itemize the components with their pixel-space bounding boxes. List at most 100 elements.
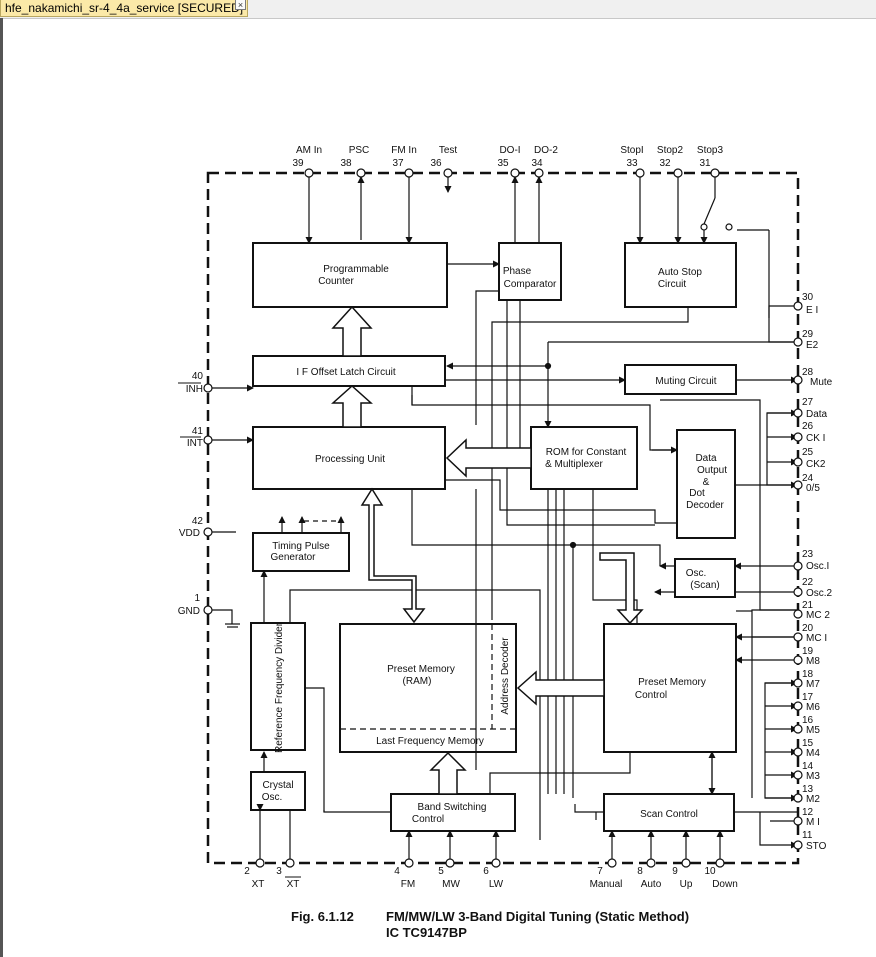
left-edge xyxy=(0,18,3,957)
pin8-label: Auto xyxy=(641,879,662,890)
pin30-label: E I xyxy=(806,305,818,316)
pin41-num: 41 xyxy=(192,426,204,437)
pin11-label: STO xyxy=(806,841,827,852)
pin20-num: 20 xyxy=(802,623,814,634)
timing-pulse-label-2: Generator xyxy=(270,552,316,563)
pin13-label: M2 xyxy=(806,794,820,805)
auto-stop-label: Auto Stop xyxy=(658,267,702,278)
pin20-label: MC I xyxy=(806,633,827,644)
pin7-label: Manual xyxy=(590,879,623,890)
pin34-num: 34 xyxy=(531,158,543,169)
pin27-label: Data xyxy=(806,409,828,420)
pin26-label: CK I xyxy=(806,433,825,444)
pin10-label: Down xyxy=(712,879,738,890)
scan-control-label: Scan Control xyxy=(640,809,698,820)
pin17-num: 17 xyxy=(802,692,814,703)
document-tab[interactable]: hfe_nakamichi_sr-4_4a_service [SECURED] … xyxy=(0,0,248,17)
if-offset-label: I F Offset Latch Circuit xyxy=(296,367,396,378)
pin39-num: 39 xyxy=(292,158,304,169)
pin14-num: 14 xyxy=(802,761,814,772)
pin24-label: 0/5 xyxy=(806,483,820,494)
osc-scan-box xyxy=(674,558,736,598)
pin9-num: 9 xyxy=(672,866,678,877)
pin21-num: 21 xyxy=(802,600,814,611)
programmable-counter-label: Programmable xyxy=(323,264,389,275)
close-icon[interactable]: × xyxy=(235,0,246,10)
last-freq-label: Last Frequency Memory xyxy=(376,736,484,747)
pin31-label: Stop3 xyxy=(697,145,724,156)
pin29-num: 29 xyxy=(802,329,814,340)
pin17-label: M6 xyxy=(806,702,820,713)
rom-label-2: & Multiplexer xyxy=(545,459,603,470)
data-output-box xyxy=(676,429,736,539)
pin22-label: Osc.2 xyxy=(806,588,833,599)
data-output-label-4: Dot xyxy=(689,488,705,499)
tab-bar: hfe_nakamichi_sr-4_4a_service [SECURED] … xyxy=(0,0,876,19)
pin1-label: GND xyxy=(178,606,200,617)
preset-memory-label: Preset Memory xyxy=(387,664,455,675)
programmable-counter-box xyxy=(252,242,448,308)
pin23-label: Osc.I xyxy=(806,561,829,572)
pin18-num: 18 xyxy=(802,669,814,680)
pin16-label: M5 xyxy=(806,725,820,736)
crystal-box xyxy=(250,771,306,811)
pin24-num: 24 xyxy=(802,473,814,484)
pin22-num: 22 xyxy=(802,577,814,588)
pin14-label: M3 xyxy=(806,771,820,782)
pin25-label: CK2 xyxy=(806,459,826,470)
pin37-num: 37 xyxy=(392,158,404,169)
pin3-label: XT xyxy=(287,879,300,890)
pin19-label: M8 xyxy=(806,656,820,667)
pin10-num: 10 xyxy=(704,866,716,877)
pin38-label: PSC xyxy=(349,145,370,156)
timing-pulse-box xyxy=(252,532,350,572)
ref-divider-box xyxy=(250,622,306,751)
document-tab-title: hfe_nakamichi_sr-4_4a_service [SECURED] xyxy=(5,1,244,15)
figure-number: Fig. 6.1.12 xyxy=(291,909,354,924)
figure-title: FM/MW/LW 3-Band Digital Tuning (Static M… xyxy=(386,909,689,924)
pin35-label: DO-I xyxy=(499,145,520,156)
pin38-num: 38 xyxy=(340,158,352,169)
pin19-num: 19 xyxy=(802,646,814,657)
pin15-num: 15 xyxy=(802,738,814,749)
rom-label: ROM for Constant xyxy=(546,447,627,458)
ref-divider-label: Reference Frequency Divider xyxy=(274,622,285,753)
pin23-num: 23 xyxy=(802,549,814,560)
crystal-label-2: Osc. xyxy=(262,792,283,803)
pin6-num: 6 xyxy=(483,866,489,877)
band-switching-label: Band Switching xyxy=(418,802,487,813)
pin8-num: 8 xyxy=(637,866,643,877)
phase-comparator-label: Phase xyxy=(503,266,532,277)
pin15-label: M4 xyxy=(806,748,820,759)
pin42-num: 42 xyxy=(192,516,204,527)
band-switching-label-2: Control xyxy=(412,814,444,825)
pin42-label: VDD xyxy=(179,528,200,539)
data-output-label-3: & xyxy=(703,477,710,488)
preset-memory-label-2: (RAM) xyxy=(403,676,432,687)
pin12-num: 12 xyxy=(802,807,814,818)
crystal-label: Crystal xyxy=(262,780,293,791)
programmable-counter-label-2: Counter xyxy=(318,276,354,287)
pin33-label: StopI xyxy=(620,145,643,156)
preset-control-label: Preset Memory xyxy=(638,677,706,688)
preset-memory-box xyxy=(339,623,517,753)
processing-unit-label: Processing Unit xyxy=(315,454,385,465)
muting-label: Muting Circuit xyxy=(655,376,716,387)
pin16-num: 16 xyxy=(802,715,814,726)
phase-comparator-label-2: Comparator xyxy=(504,279,557,290)
pin4-num: 4 xyxy=(394,866,400,877)
pin18-label: M7 xyxy=(806,679,820,690)
pin36-num: 36 xyxy=(430,158,442,169)
pin29-label: E2 xyxy=(806,340,819,351)
pin34-label: DO-2 xyxy=(534,145,558,156)
osc-scan-label: Osc. xyxy=(686,568,707,579)
pin33-num: 33 xyxy=(626,158,638,169)
data-output-label-2: Output xyxy=(697,465,727,476)
data-output-label-5: Decoder xyxy=(686,500,724,511)
pin25-num: 25 xyxy=(802,447,814,458)
pin41-label: INT xyxy=(187,438,203,449)
pin31-num: 31 xyxy=(699,158,711,169)
pin7-num: 7 xyxy=(597,866,603,877)
pin28-label: Mute xyxy=(810,377,833,388)
